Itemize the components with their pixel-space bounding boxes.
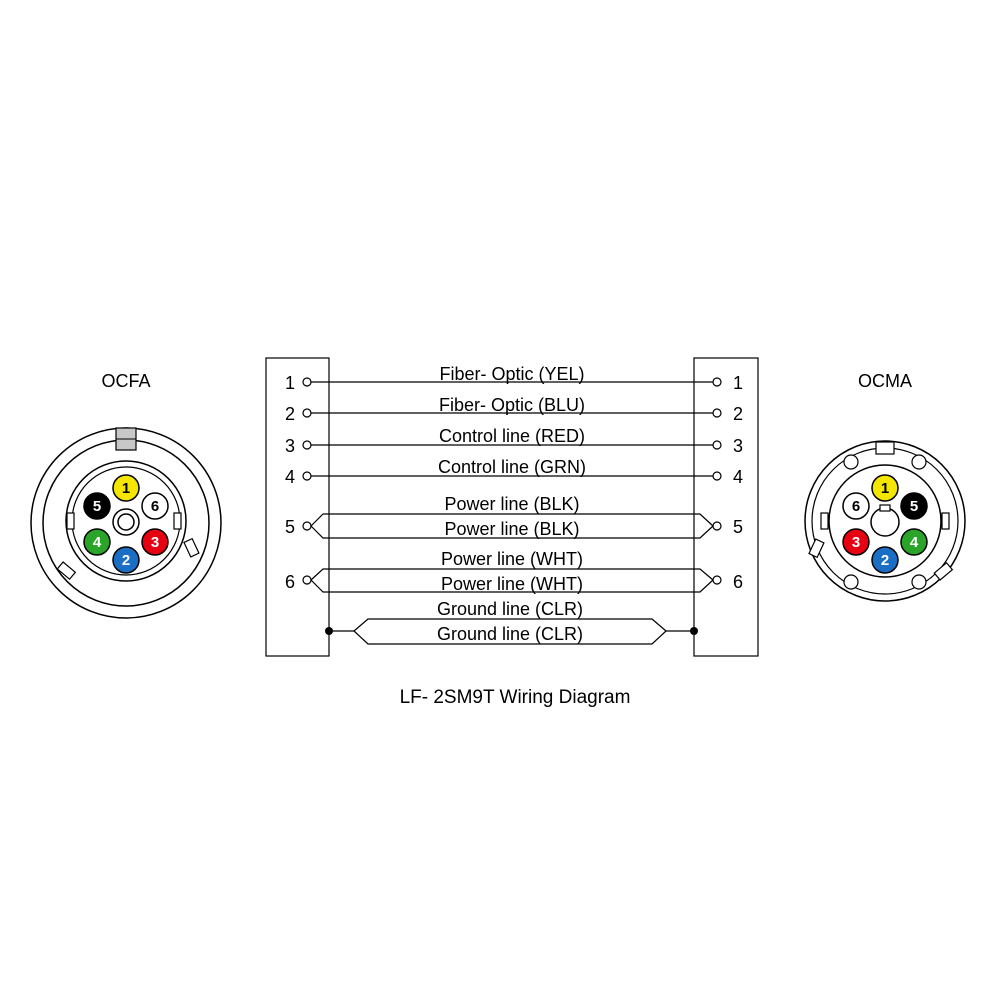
right-pin-2: 2: [871, 546, 899, 574]
right-connector: [804, 440, 966, 602]
right-terminal-2: 2: [733, 404, 743, 424]
pin-number: 6: [151, 498, 159, 515]
right-pin-5: 5: [900, 492, 928, 520]
left-terminal-2: 2: [285, 404, 295, 424]
pin-number: 4: [93, 534, 102, 551]
right-pin-1: 1: [871, 474, 899, 502]
wire-label: Control line (GRN): [438, 457, 586, 477]
left-terminal-block: [265, 357, 330, 657]
pin-number: 4: [910, 534, 919, 551]
right-pin-4: 4: [900, 528, 928, 556]
right-ground-junction: [690, 627, 698, 635]
diagram-caption: LF- 2SM9T Wiring Diagram: [400, 687, 631, 708]
left-pin-3: 3: [141, 528, 169, 556]
pin-number: 3: [852, 534, 860, 551]
pin-number: 5: [910, 498, 918, 515]
wire-label: Fiber- Optic (YEL): [439, 364, 584, 384]
left-terminal-numbers: 1 2 3 4 5 6: [285, 373, 295, 592]
wire-label: Power line (BLK): [444, 494, 579, 514]
right-connector-label: OCMA: [858, 371, 912, 391]
left-pin-4: 4: [83, 528, 111, 556]
left-terminal-3: 3: [285, 436, 295, 456]
left-terminal-1: 1: [285, 373, 295, 393]
wire-label: Control line (RED): [439, 426, 585, 446]
pin-number: 1: [881, 480, 889, 497]
wire-labels: Fiber- Optic (YEL) Fiber- Optic (BLU) Co…: [437, 364, 586, 644]
pin-number: 2: [881, 552, 889, 569]
right-terminal-5: 5: [733, 517, 743, 537]
left-connector: [30, 427, 222, 619]
right-terminal-1: 1: [733, 373, 743, 393]
wire-label: Ground line (CLR): [437, 624, 583, 644]
right-connector-pins: 1 6 5 3 4 2: [842, 474, 928, 574]
left-terminal-5: 5: [285, 517, 295, 537]
pin-number: 1: [122, 480, 130, 497]
wire-label: Power line (WHT): [441, 549, 583, 569]
left-pin-2: 2: [112, 546, 140, 574]
pin-number: 2: [122, 552, 130, 569]
wire-lines: [302, 377, 722, 645]
left-pin-1: 1: [112, 474, 140, 502]
pin-number: 6: [852, 498, 860, 515]
pin-number: 5: [93, 498, 101, 515]
right-terminal-4: 4: [733, 467, 743, 487]
wire-label: Power line (BLK): [444, 519, 579, 539]
left-pin-6: 6: [141, 492, 169, 520]
left-ground-junction: [325, 627, 333, 635]
right-pin-6: 6: [842, 492, 870, 520]
left-connector-label: OCFA: [101, 371, 150, 391]
right-terminal-6: 6: [733, 572, 743, 592]
pin-number: 3: [151, 534, 159, 551]
left-connector-pins: 1 5 6 4 3 2: [83, 474, 169, 574]
left-terminal-4: 4: [285, 467, 295, 487]
right-terminal-3: 3: [733, 436, 743, 456]
right-pin-3: 3: [842, 528, 870, 556]
left-pin-5: 5: [83, 492, 111, 520]
wire-label: Ground line (CLR): [437, 599, 583, 619]
right-terminal-numbers: 1 2 3 4 5 6: [733, 373, 743, 592]
left-terminal-6: 6: [285, 572, 295, 592]
right-terminal-block: [693, 357, 759, 657]
wire-label: Power line (WHT): [441, 574, 583, 594]
wire-label: Fiber- Optic (BLU): [439, 395, 585, 415]
